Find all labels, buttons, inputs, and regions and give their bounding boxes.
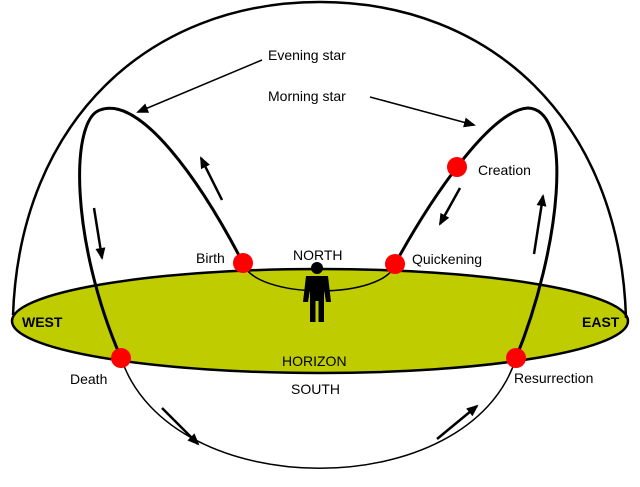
arrow-underworld-left: [161, 407, 200, 446]
point-birth: [233, 253, 253, 273]
label-north: NORTH: [293, 247, 343, 263]
label-west: WEST: [22, 314, 63, 330]
evening-star-path: [78, 106, 245, 359]
arrow-underworld-right: [436, 404, 479, 440]
point-death: [111, 348, 131, 368]
point-creation: [447, 157, 467, 177]
point-resurrection: [506, 348, 526, 368]
point-quickening: [385, 254, 405, 274]
label-south: SOUTH: [291, 381, 340, 397]
label-evening-star: Evening star: [268, 47, 346, 63]
label-death: Death: [70, 371, 107, 387]
label-birth: Birth: [196, 250, 225, 266]
arrow-right-loop-down: [438, 187, 462, 226]
arrow-left-loop-up: [199, 156, 224, 201]
underworld-arc: [120, 357, 517, 469]
label-creation: Creation: [478, 162, 531, 178]
arrow-evening-star: [136, 59, 263, 113]
arrow-morning-star: [369, 96, 476, 128]
label-quickening: Quickening: [412, 251, 482, 267]
observer-figure: [303, 262, 331, 322]
label-horizon: HORIZON: [282, 353, 347, 369]
arrow-right-loop-up: [532, 194, 547, 255]
label-east: EAST: [582, 314, 620, 330]
sky-dome-arc: [11, 0, 628, 319]
morning-star-path: [393, 106, 559, 359]
label-resurrection: Resurrection: [514, 370, 593, 386]
label-morning-star: Morning star: [268, 88, 346, 104]
arrow-left-loop-down: [92, 207, 106, 260]
